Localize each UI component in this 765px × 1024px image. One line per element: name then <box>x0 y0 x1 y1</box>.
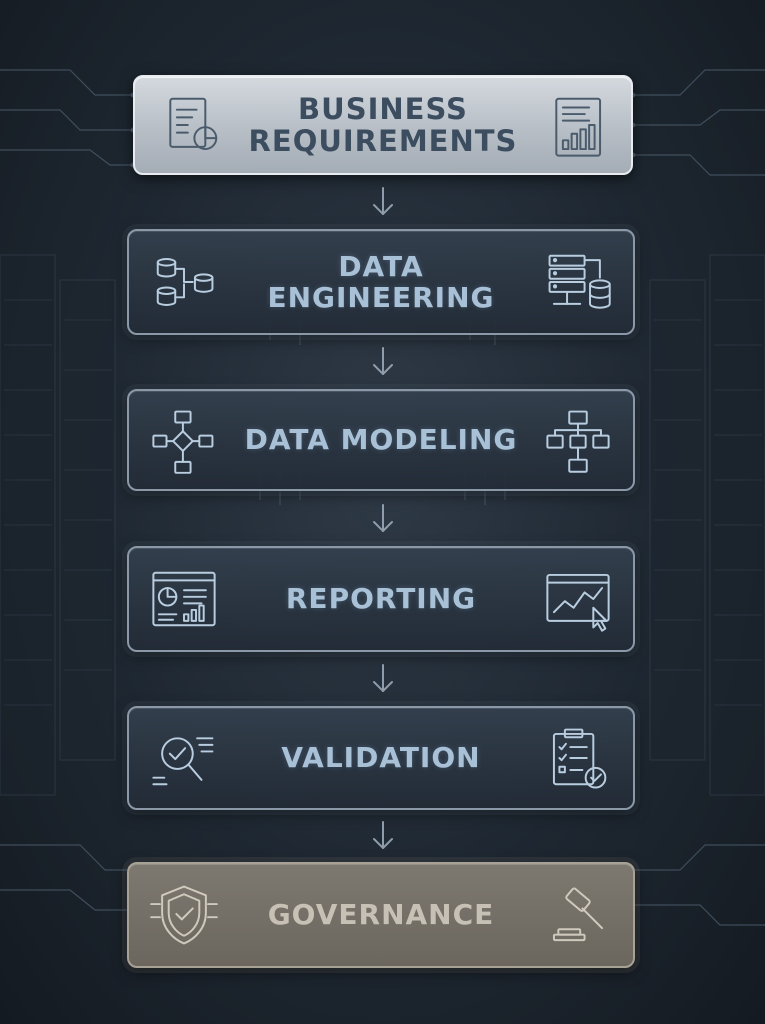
report-bar-chart-icon <box>541 90 611 160</box>
step-box-5: VALIDATION <box>127 706 635 810</box>
step-label-line-1: VALIDATION <box>281 741 481 775</box>
magnifier-check-icon <box>149 723 219 793</box>
step-label: VALIDATION <box>219 708 543 808</box>
line-chart-cursor-icon <box>543 564 613 634</box>
step-label-line-1: DATA <box>338 249 424 283</box>
server-database-icon <box>543 247 613 317</box>
step-label-line-1: BUSINESS <box>298 91 468 126</box>
step-box-6: GOVERNANCE <box>127 862 635 968</box>
flow-arrow-icon <box>368 502 398 536</box>
flow-arrow-icon <box>368 819 398 853</box>
document-pie-chart-icon <box>155 90 225 160</box>
entity-diagram-icon <box>543 405 613 475</box>
step-label-line-1: DATA MODELING <box>244 423 518 457</box>
step-label-line-2: ENGINEERING <box>267 281 495 314</box>
step-label-line-1: REPORTING <box>285 582 477 616</box>
database-flow-icon <box>149 247 219 317</box>
dashboard-icon <box>149 564 219 634</box>
step-label: GOVERNANCE <box>219 864 543 966</box>
step-label: REPORTING <box>219 548 543 650</box>
checklist-clipboard-icon <box>543 723 613 793</box>
flow-arrow-icon <box>368 185 398 219</box>
flow-arrow-icon <box>368 345 398 379</box>
step-box-3: DATA MODELING <box>127 389 635 491</box>
step-box-4: REPORTING <box>127 546 635 652</box>
step-label-line-1: GOVERNANCE <box>267 898 495 932</box>
shield-check-icon <box>149 880 219 950</box>
flowchart-icon <box>149 405 219 475</box>
step-label: DATA MODELING <box>219 391 543 489</box>
step-label-line-2: REQUIREMENTS <box>248 124 518 158</box>
flow-arrow-icon <box>368 662 398 696</box>
gavel-icon <box>543 880 613 950</box>
